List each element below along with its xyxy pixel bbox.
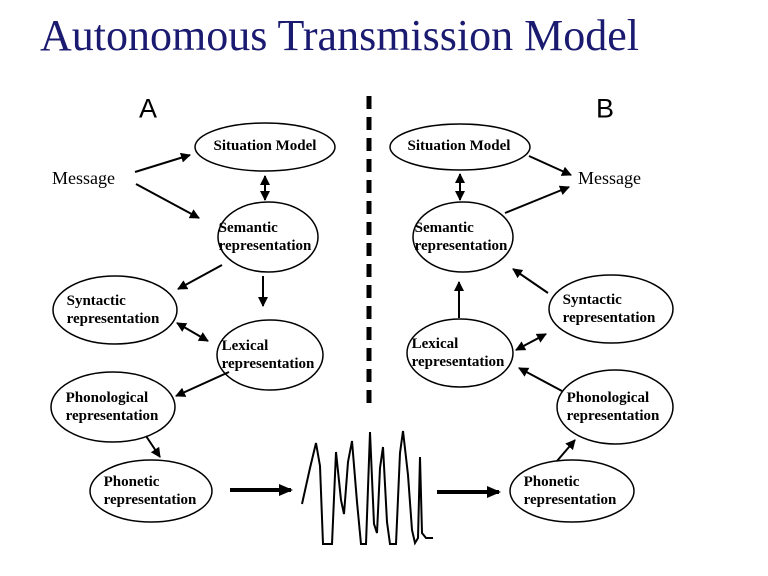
- arrow-lexical-to-phonological-a: [175, 371, 230, 397]
- ellipse-phonetic-representation-b: [509, 459, 635, 523]
- node-label-phonological-representation-b: Phonological representation: [567, 389, 660, 425]
- node-label-line: Semantic: [218, 220, 278, 236]
- node-label-semantic-representation-b: Semantic representation: [415, 219, 508, 255]
- node-label-line: Lexical: [411, 336, 459, 352]
- node-label-line: Phonetic: [523, 474, 580, 490]
- arrow-syntactic-lexical-two-way-a: [176, 322, 209, 342]
- node-label-line: representation: [66, 311, 160, 327]
- node-label-line: Phonetic: [103, 474, 160, 490]
- ellipse-lexical-representation-b: [406, 318, 514, 388]
- node-label-line: representation: [562, 310, 656, 326]
- node-label-semantic-representation-a: Semantic representation: [219, 219, 312, 255]
- arrow-message-to-semantic-a: [135, 183, 200, 219]
- node-label-line: representation: [411, 354, 505, 370]
- message-label-a: Message: [52, 168, 115, 188]
- side-label-a: A: [138, 93, 158, 124]
- node-label-phonological-representation-a: Phonological representation: [66, 389, 159, 425]
- ellipse-lexical-representation-a: [216, 319, 324, 391]
- ellipse-semantic-representation-b: [412, 201, 514, 273]
- node-label-line: Syntactic: [66, 293, 126, 309]
- node-label-phonetic-representation-a: Phonetic representation: [104, 473, 197, 509]
- ellipse-syntactic-representation-b: [548, 274, 674, 344]
- page-title: Autonomous Transmission Model: [40, 11, 639, 60]
- ellipse-situation-model-b: [389, 123, 531, 171]
- arrow-phonetic-to-phonological-b: [556, 439, 576, 462]
- ellipse-semantic-representation-a: [217, 201, 319, 273]
- node-label-situation-model-b: Situation Model: [408, 137, 511, 155]
- side-label-b: B: [595, 93, 615, 124]
- ellipse-syntactic-representation-a: [52, 275, 178, 345]
- node-label-line: representation: [65, 408, 159, 424]
- node-label-line: representation: [523, 492, 617, 508]
- node-label-line: Semantic: [414, 220, 474, 236]
- node-label-line: Situation Model: [213, 138, 317, 154]
- arrow-semantic-to-syntactic-a: [177, 264, 223, 290]
- arrow-syntactic-to-semantic-b: [512, 268, 549, 294]
- node-label-line: Situation Model: [407, 138, 511, 154]
- speech-waveform-icon: [301, 430, 433, 546]
- node-label-line: Phonological: [566, 390, 650, 406]
- node-label-lexical-representation-b: Lexical representation: [412, 335, 505, 371]
- node-label-situation-model-a: Situation Model: [214, 137, 317, 155]
- node-label-syntactic-representation-a: Syntactic representation: [67, 292, 160, 328]
- arrow-phonological-to-phonetic-a: [145, 435, 161, 458]
- node-label-line: Phonological: [65, 390, 149, 406]
- node-label-lexical-representation-a: Lexical representation: [222, 337, 315, 373]
- arrow-semantic-to-message-b: [504, 185, 570, 214]
- node-label-syntactic-representation-b: Syntactic representation: [563, 291, 656, 327]
- node-label-line: Syntactic: [562, 292, 622, 308]
- arrow-lexical-syntactic-two-way-b: [515, 333, 547, 351]
- node-label-line: representation: [103, 492, 197, 508]
- ellipse-situation-model-a: [194, 122, 336, 172]
- node-label-line: Lexical: [221, 338, 269, 354]
- arrow-message-to-situation-a: [134, 152, 191, 173]
- arrow-phonological-to-lexical-b: [518, 367, 563, 392]
- ellipse-phonetic-representation-a: [89, 459, 213, 523]
- node-label-line: representation: [218, 238, 312, 254]
- node-label-phonetic-representation-b: Phonetic representation: [524, 473, 617, 509]
- node-label-line: representation: [414, 238, 508, 254]
- node-label-line: representation: [566, 408, 660, 424]
- arrow-situation-to-message-b: [528, 155, 572, 176]
- message-label-b: Message: [578, 168, 641, 188]
- ellipse-phonological-representation-a: [50, 371, 176, 443]
- node-label-line: representation: [221, 356, 315, 372]
- ellipse-phonological-representation-b: [556, 369, 674, 445]
